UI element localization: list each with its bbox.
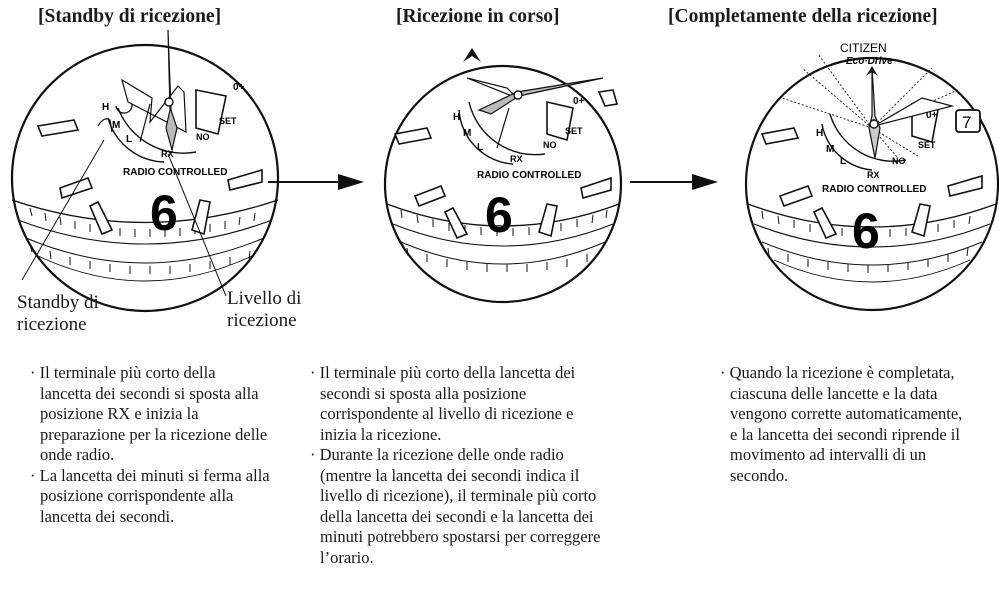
description-receiving: · Il terminale più corto della lancetta … (310, 363, 610, 568)
date-window (955, 109, 981, 133)
north-marker (463, 48, 481, 62)
zero-plus-label: 0+ (233, 82, 245, 93)
brand-logo: CITIZEN (840, 41, 887, 55)
watch-dial-complete: 7 CITIZEN Eco·Drive H M L RX NO SET 0+ R… (744, 41, 999, 312)
set-label: SET (565, 126, 583, 136)
description-item: · Il terminale più corto della lancetta … (310, 363, 576, 444)
level-m: M (826, 144, 834, 155)
hour-markers (393, 89, 619, 240)
callout-standby: Standby di ricezione (17, 292, 99, 336)
set-label: SET (219, 116, 237, 126)
level-l: L (477, 142, 483, 153)
description-item: · La lancetta dei minuti si ferma alla p… (30, 465, 270, 526)
description-item: · Quando la ricezione è completata, cias… (720, 363, 963, 485)
radio-controlled-label: RADIO CONTROLLED (477, 170, 581, 181)
second-hand (477, 77, 604, 115)
description-standby: · Il terminale più corto della lancetta … (30, 363, 270, 527)
hour-markers (36, 89, 263, 236)
callout-standby-line1: Standby di (17, 292, 99, 313)
level-h: H (102, 102, 109, 113)
zero-plus-label: 0+ (573, 96, 585, 107)
arrow-to-complete (630, 174, 718, 190)
hour-six: 6 (852, 203, 880, 259)
minute-hand (466, 77, 518, 99)
hour-six: 6 (485, 187, 513, 243)
callout-standby-line2: ricezione (17, 314, 87, 335)
description-item: · Durante la ricezione delle onde radio … (310, 445, 601, 567)
rx-label: RX (161, 149, 174, 159)
minute-hand (873, 97, 955, 127)
second-hand (165, 30, 178, 151)
title-complete: [Completamente della ricezione] (668, 6, 938, 27)
date-value: 7 (962, 113, 971, 132)
callout-level-line1: Livello di (227, 288, 302, 309)
level-l: L (840, 156, 846, 167)
arrow-to-receiving (268, 174, 364, 190)
level-h: H (816, 128, 823, 139)
brand-sub-logo: Eco·Drive (846, 56, 893, 67)
rx-label: RX (510, 154, 523, 164)
hour-six: 6 (150, 185, 178, 241)
title-standby: [Standby di ricezione] (38, 6, 222, 27)
callout-level-line2: ricezione (227, 310, 297, 331)
level-m: M (463, 128, 471, 139)
description-complete: · Quando la ricezione è completata, cias… (720, 363, 970, 486)
hour-markers (760, 102, 983, 240)
description-item: · Il terminale più corto della lancetta … (30, 363, 268, 464)
rx-label: RX (867, 170, 880, 180)
level-l: L (126, 134, 132, 145)
set-label: SET (918, 140, 936, 150)
tick-marks (400, 209, 608, 272)
no-label: NO (892, 156, 906, 166)
callout-level: Livello di ricezione (227, 288, 301, 332)
radio-controlled-label: RADIO CONTROLLED (822, 184, 926, 195)
level-h: H (453, 112, 460, 123)
zero-plus-label: 0+ (926, 110, 938, 121)
title-receiving: [Ricezione in corso] (396, 6, 560, 27)
no-label: NO (543, 140, 557, 150)
callout-leaders (21, 118, 227, 297)
second-hand (868, 67, 881, 159)
level-m: M (112, 120, 120, 131)
watch-dial-receiving: H M L RX NO SET 0+ RADIO CONTROLLED 6 (383, 48, 623, 304)
no-label: NO (196, 132, 210, 142)
